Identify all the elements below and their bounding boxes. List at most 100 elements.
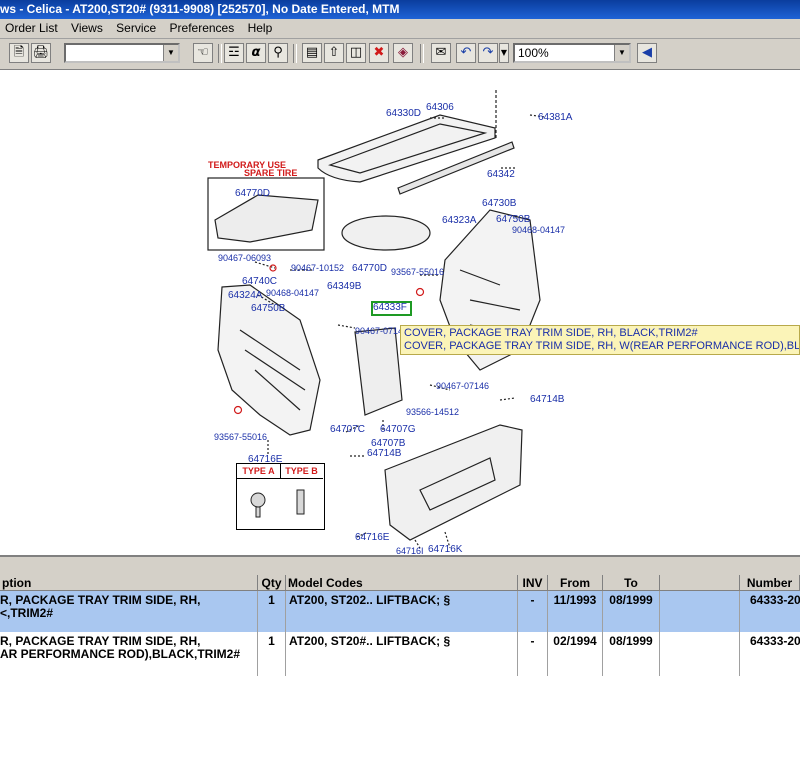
book-icon[interactable]: ◈ (393, 43, 413, 63)
clip-b-shape (296, 489, 305, 515)
toolbar: 🗎 🖨 ▼ ☜ ☲ α ⚲ ▤ ⇧ ◫ ✖ ◈ ✉ ↶ ↷ ▼ 100% ▼ ◀ (0, 39, 800, 70)
catalog-combo[interactable]: ▼ (64, 43, 180, 63)
package-tray-inner (328, 123, 488, 174)
red-marker (233, 405, 243, 415)
menu-preferences[interactable]: Preferences (169, 21, 235, 35)
parts-diagram[interactable]: TEMPORARY USE SPARE TIRE 64330D 64306 64… (0, 70, 800, 555)
table-row[interactable]: R, PACKAGE TRAY TRIM SIDE, RH, AR PERFOR… (0, 632, 800, 676)
column-header-number[interactable]: Number (740, 575, 800, 591)
cell-model-codes: AT200, ST202.. LIFTBACK; § (286, 591, 518, 632)
spare-tire-note: SPARE TIRE (244, 168, 298, 178)
part-64330d[interactable]: 64330D (386, 108, 422, 119)
part-64740c[interactable]: 64740C (242, 276, 278, 287)
redo-dropdown-icon[interactable]: ▼ (499, 43, 509, 63)
part-90467-10152[interactable]: 90467-10152 (291, 263, 345, 273)
part-64716k[interactable]: 64716K (428, 544, 463, 555)
parts-grid: ption Qty Model Codes INV From To Number… (0, 575, 800, 760)
menu-bar: Order List Views Service Preferences Hel… (0, 19, 800, 39)
bar-shape (397, 141, 515, 195)
part-64714b-left[interactable]: 64714B (367, 448, 402, 459)
part-90467-0714[interactable]: 90467-0714 (355, 326, 404, 336)
part-64770d-box[interactable]: 64770D (235, 188, 271, 199)
cell-blank (660, 591, 740, 632)
column-header-inv[interactable]: INV (518, 575, 548, 591)
package-tray-shape (317, 114, 496, 183)
redo-icon[interactable]: ↷ (478, 43, 498, 63)
part-64381a[interactable]: 64381A (538, 112, 573, 123)
part-90468-04147-right[interactable]: 90468-04147 (512, 225, 566, 235)
undo-icon[interactable]: ↶ (456, 43, 476, 63)
cell-to: 08/1999 (603, 632, 660, 676)
magnifier-icon[interactable]: ⚲ (268, 43, 288, 63)
arrow-left-icon[interactable]: ◀ (637, 43, 657, 63)
part-64716e-bottom[interactable]: 64716E (355, 532, 390, 543)
part-64770d-board[interactable]: 64770D (352, 263, 388, 274)
part-64323a[interactable]: 64323A (442, 215, 477, 226)
part-90468-04147-left[interactable]: 90468-04147 (266, 288, 320, 298)
part-64707g[interactable]: 64707G (380, 424, 416, 435)
column-header-from[interactable]: From (548, 575, 603, 591)
clip-type-box: TYPE A TYPE B (236, 463, 325, 530)
bucket-icon[interactable]: ☲ (224, 43, 244, 63)
chevron-down-icon[interactable]: ▼ (163, 45, 178, 61)
part-64333f[interactable]: 64333F (373, 302, 407, 313)
menu-service[interactable]: Service (116, 21, 157, 35)
part-64750b-right[interactable]: 64750B (496, 214, 531, 225)
close-icon[interactable]: ✖ (369, 43, 389, 63)
upload-icon[interactable]: ⇧ (324, 43, 344, 63)
lower-trim-detail (419, 457, 496, 511)
part-90467-06093[interactable]: 90467-06093 (218, 253, 272, 263)
alpha-icon[interactable]: α (246, 43, 266, 63)
part-64306[interactable]: 64306 (426, 102, 454, 113)
chevron-down-icon[interactable]: ▼ (614, 45, 629, 61)
toolbar-separator (420, 44, 424, 63)
splitter-bar[interactable] (0, 555, 800, 577)
list-icon[interactable]: ▤ (302, 43, 322, 63)
column-header-to[interactable]: To (603, 575, 660, 591)
part-93567-55016-left[interactable]: 93567-55016 (214, 432, 268, 442)
monitor-icon[interactable]: ◫ (346, 43, 366, 63)
window-title-bar: ws - Celica - AT200,ST20# (9311-9908) [2… (0, 0, 800, 19)
part-90467-07146[interactable]: 90467-07146 (436, 381, 490, 391)
part-64349b[interactable]: 64349B (327, 281, 362, 292)
window-title: ws - Celica - AT200,ST20# (9311-9908) [2… (0, 2, 400, 16)
print-preview-icon[interactable]: 🗎 (9, 43, 29, 63)
part-64342[interactable]: 64342 (487, 169, 515, 180)
column-header-description[interactable]: ption (0, 575, 258, 591)
comment-icon[interactable]: ✉ (431, 43, 451, 63)
cover-panel-shape (354, 327, 403, 416)
type-a-label: TYPE A (237, 464, 281, 479)
zoom-combo[interactable]: 100% ▼ (513, 43, 631, 63)
part-64716i[interactable]: 64716I (396, 546, 424, 555)
cell-blank (660, 632, 740, 676)
menu-help[interactable]: Help (247, 21, 273, 35)
zoom-value: 100% (518, 46, 549, 60)
menu-views[interactable]: Views (71, 21, 103, 35)
part-64324a[interactable]: 64324A (228, 290, 263, 301)
cell-inv: - (518, 591, 548, 632)
printer-icon[interactable]: 🖨 (31, 43, 51, 63)
column-header-model-codes[interactable]: Model Codes (286, 575, 518, 591)
part-64750b-left[interactable]: 64750B (251, 303, 286, 314)
part-64707c[interactable]: 64707C (330, 424, 366, 435)
part-93567-55016-top[interactable]: 93567-55016 (391, 267, 445, 277)
table-row[interactable]: R, PACKAGE TRAY TRIM SIDE, RH, <,TRIM2# … (0, 591, 800, 632)
part-64716e-top[interactable]: 64716E (248, 454, 283, 465)
part-64707b[interactable]: 64707B (371, 438, 406, 449)
column-header-qty[interactable]: Qty (258, 575, 286, 591)
left-trim-detail (239, 329, 306, 411)
menu-order-list[interactable]: Order List (5, 21, 58, 35)
pointer-hand-icon[interactable]: ☜ (193, 43, 213, 63)
column-header-blank[interactable] (660, 575, 740, 591)
toolbar-separator (293, 44, 297, 63)
type-b-label: TYPE B (280, 464, 323, 479)
cell-description: R, PACKAGE TRAY TRIM SIDE, RH, AR PERFOR… (0, 632, 258, 676)
cell-number: 64333-20 (750, 593, 800, 607)
tire-board-shape (341, 215, 431, 251)
red-marker (269, 264, 277, 272)
part-93566-14512[interactable]: 93566-14512 (406, 407, 460, 417)
part-64730b[interactable]: 64730B (482, 198, 517, 209)
selected-part-highlight (371, 301, 412, 316)
cell-from: 11/1993 (548, 591, 603, 632)
part-64714b-right[interactable]: 64714B (530, 394, 565, 405)
